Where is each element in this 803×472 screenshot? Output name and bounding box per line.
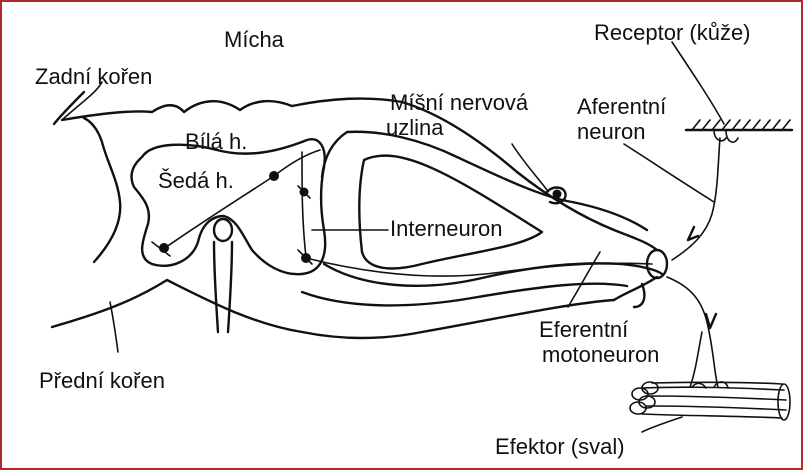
spinal-cord-outline [52, 92, 657, 338]
label-aferentni-line2: neuron [577, 120, 646, 144]
label-predni-koren: Přední kořen [39, 369, 165, 393]
label-aferentni-line1: Aferentní [577, 95, 666, 119]
label-seda-hmota: Šedá h. [158, 169, 234, 193]
ventral-root [302, 250, 667, 307]
muscle-effector [630, 382, 790, 420]
skin-receptor [672, 120, 792, 260]
label-eferentni-line1: Eferentní [539, 318, 628, 342]
label-efektor: Efektor (sval) [495, 435, 625, 459]
label-zadni-koren: Zadní kořen [35, 65, 152, 89]
label-misni-uzlina-line2: uzlina [386, 116, 443, 140]
label-micha: Mícha [224, 28, 284, 52]
label-receptor: Receptor (kůže) [594, 21, 751, 45]
dorsal-root-ganglion [322, 132, 647, 269]
label-bila-hmota: Bílá h. [185, 130, 247, 154]
label-interneuron: Interneuron [390, 217, 503, 241]
label-misni-uzlina-line1: Míšní nervová [390, 91, 528, 115]
efferent-axon [667, 277, 718, 387]
label-eferentni-line2: motoneuron [542, 343, 659, 367]
